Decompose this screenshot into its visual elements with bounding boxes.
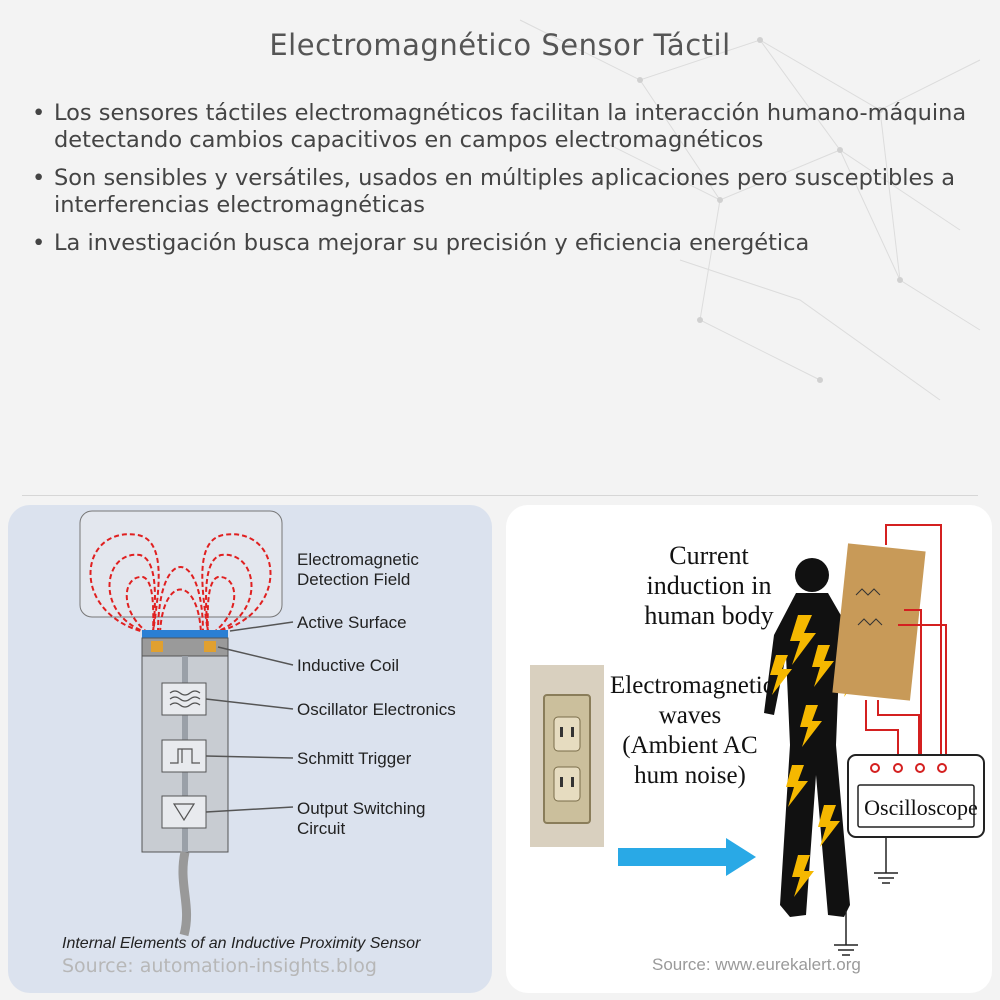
oscilloscope-label: Oscilloscope (864, 795, 978, 820)
sensor-diagram (79, 510, 294, 937)
output-circuit-icon (161, 795, 207, 829)
lightning-icon (770, 615, 864, 897)
arrow-icon (618, 848, 728, 866)
bullet-icon: • (32, 230, 46, 256)
bullet-text: La investigación busca mejorar su precis… (54, 230, 810, 256)
label-active-surface: Active Surface (297, 613, 407, 632)
label-oscillator: Oscillator Electronics (297, 700, 456, 719)
source-credit: Source: www.eurekalert.org (652, 955, 861, 974)
field-lines-icon (89, 533, 272, 634)
bullet-icon: • (32, 165, 46, 191)
body-induction-figure: Current induction in human body Electrom… (506, 505, 992, 993)
induction-label: Current induction in human body (644, 541, 774, 630)
human-silhouette-icon (764, 558, 878, 917)
list-item: • Los sensores táctiles electromagnéticos… (32, 100, 972, 154)
section-divider (22, 495, 978, 496)
page-title: Electromagnético Sensor Táctil (269, 28, 731, 62)
waves-label: Electromagnetic waves (Ambient AC hum no… (610, 672, 774, 789)
inductive-sensor-figure: Electromagnetic Detection Field Active S… (8, 505, 492, 993)
induction-diagram (530, 524, 985, 956)
source-credit: Source: automation-insights.blog (62, 955, 377, 977)
ground-icon (834, 837, 898, 956)
label-schmitt-trigger: Schmitt Trigger (297, 749, 412, 768)
active-surface-icon (142, 630, 228, 638)
coil-icon (151, 641, 163, 652)
bullet-icon: • (32, 100, 46, 126)
list-item: • Son sensibles y versátiles, usados en m… (32, 165, 972, 219)
label-output-circuit: Output Switching Circuit (297, 799, 426, 838)
bullet-text: Son sensibles y versátiles, usados en mú… (54, 165, 955, 218)
figure-caption: Internal Elements of an Inductive Proxim… (62, 935, 421, 952)
list-item: • La investigación busca mejorar su preci… (32, 230, 972, 257)
label-detection-field: Electromagnetic Detection Field (297, 550, 419, 589)
bullet-list: • Los sensores táctiles electromagnéticos… (32, 100, 972, 268)
schmitt-trigger-icon (161, 739, 207, 773)
label-inductive-coil: Inductive Coil (297, 656, 400, 675)
oscillator-icon (161, 682, 207, 716)
bullet-text: Los sensores táctiles electromagnéticos … (54, 100, 967, 153)
wire-lines (865, 524, 947, 755)
